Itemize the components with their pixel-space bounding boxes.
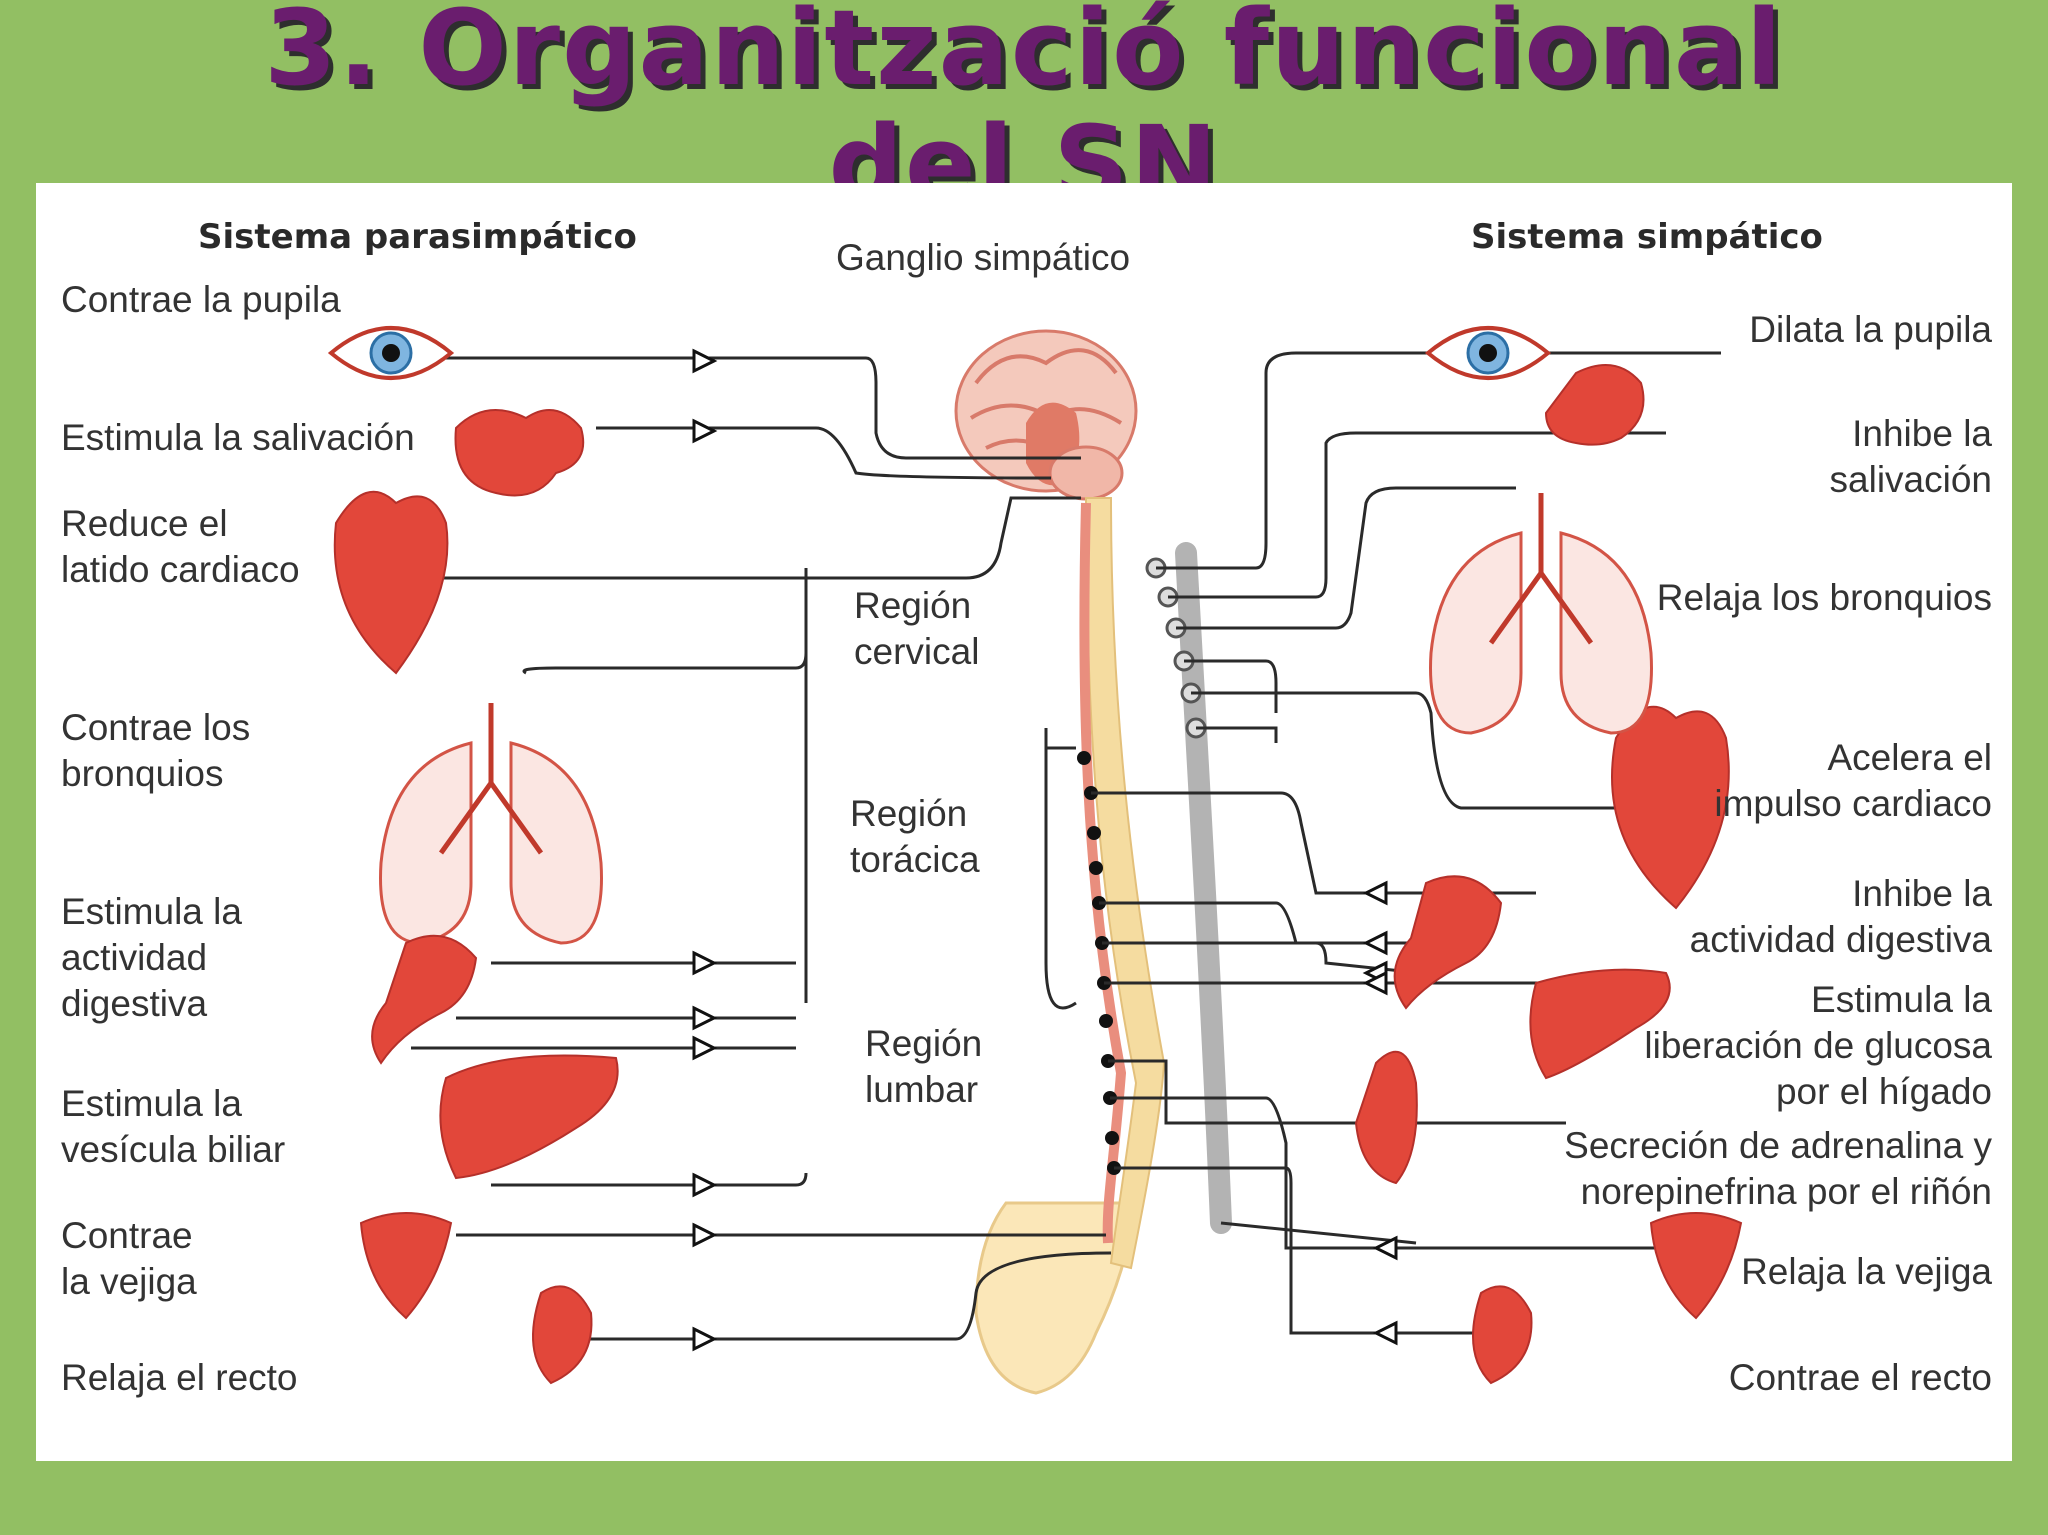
sympathetic-nerve	[1221, 1223, 1416, 1243]
sympathetic-nerve	[1108, 1061, 1566, 1123]
label-lumbar-region: Región lumbar	[865, 1021, 982, 1113]
symp-effect-pupil: Dilata la pupila	[1749, 307, 1992, 353]
para-effect-rectum: Relaja el recto	[61, 1355, 298, 1401]
brain-illustration	[956, 331, 1136, 499]
para-effect-bladder: Contrae la vejiga	[61, 1213, 197, 1305]
synapse-marker	[694, 953, 714, 973]
sympathetic-nerve	[1196, 728, 1276, 743]
para-effect-pupil: Contrae la pupila	[61, 277, 341, 323]
synapse-marker	[1366, 933, 1386, 953]
liver-icon	[440, 1056, 617, 1179]
salivary-gland-icon	[456, 410, 584, 496]
label-cervical-region: Región cervical	[854, 583, 979, 675]
stomach-icon	[1395, 876, 1501, 1008]
spinal-root-dot	[1077, 751, 1091, 765]
symp-effect-heart: Acelera el impulso cardiaco	[1714, 735, 1992, 827]
symp-effect-bladder: Relaja la vejiga	[1741, 1249, 1992, 1295]
para-effect-salivation: Estimula la salivación	[61, 415, 415, 461]
spinal-root-dot	[1089, 861, 1103, 875]
spinal-column	[1084, 498, 1164, 1268]
label-thoracic-region: Región torácica	[850, 791, 980, 883]
symp-effect-kidney: Secreción de adrenalina y norepinefrina …	[1564, 1123, 1992, 1215]
synapse-marker	[1376, 1323, 1396, 1343]
heart-icon	[335, 492, 448, 673]
synapse-marker	[694, 1329, 714, 1349]
label-ganglion: Ganglio simpático	[836, 235, 1130, 281]
parasympathetic-heading: Sistema parasimpático	[198, 217, 637, 257]
parasympathetic-nerve	[376, 498, 1081, 578]
sympathetic-heading: Sistema simpático	[1471, 217, 1823, 257]
symp-effect-liver: Estimula la liberación de glucosa por el…	[1644, 977, 1992, 1115]
para-effect-gallbladder: Estimula la vesícula biliar	[61, 1081, 285, 1173]
synapse-marker	[694, 1008, 714, 1028]
stomach-icon	[372, 936, 476, 1063]
spinal-root-dot	[1099, 1014, 1113, 1028]
synapse-marker	[694, 351, 714, 371]
para-effect-digestion: Estimula la actividad digestiva	[61, 889, 242, 1027]
parasympathetic-nerve	[1046, 728, 1076, 1008]
synapse-marker	[694, 1175, 714, 1195]
sympathetic-nerve	[1114, 1168, 1521, 1333]
symp-effect-salivation: Inhibe la salivación	[1830, 411, 1992, 503]
diagram-panel: Sistema parasimpático Sistema simpático …	[36, 183, 2012, 1461]
synapse-marker	[694, 421, 714, 441]
rectum-icon	[1473, 1286, 1532, 1383]
bladder-icon	[361, 1213, 451, 1318]
eye-icon	[1428, 328, 1548, 378]
synapse-marker	[694, 1225, 714, 1245]
parasympathetic-nerve	[524, 653, 806, 673]
rectum-icon	[533, 1286, 592, 1383]
synapse-marker	[694, 1038, 714, 1058]
symp-effect-rectum: Contrae el recto	[1729, 1355, 1992, 1401]
kidney-icon	[1356, 1052, 1417, 1183]
spinal-root-dot	[1105, 1131, 1119, 1145]
symp-effect-digestion: Inhibe la actividad digestiva	[1690, 871, 1992, 963]
synapse-marker	[1366, 883, 1386, 903]
parasympathetic-nerve	[491, 1173, 806, 1185]
para-effect-bronchi: Contrae los bronquios	[61, 705, 250, 797]
symp-effect-bronchi: Relaja los bronquios	[1657, 575, 1992, 621]
lungs-icon	[1431, 493, 1652, 733]
spinal-root-dot	[1087, 826, 1101, 840]
salivary-gland-icon	[1546, 365, 1644, 445]
eye-icon	[331, 328, 451, 378]
bladder-icon	[1651, 1213, 1741, 1318]
lungs-icon	[381, 703, 602, 943]
slide-title: 3. Organització funcional	[0, 0, 2048, 100]
para-effect-heart: Reduce el latido cardiaco	[61, 501, 300, 593]
